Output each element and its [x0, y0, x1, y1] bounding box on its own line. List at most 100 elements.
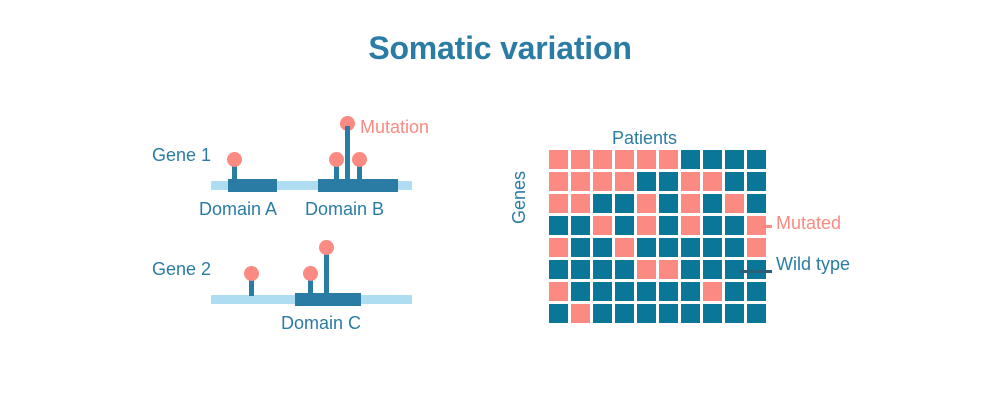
heatmap-cell-wild[interactable]	[593, 260, 612, 279]
gene-2-domain-c-bar	[295, 293, 361, 306]
heatmap-cell-wild[interactable]	[681, 304, 700, 323]
mutated-leader-line	[748, 225, 772, 228]
heatmap-cell-wild[interactable]	[659, 194, 678, 213]
heatmap-cell-wild[interactable]	[571, 260, 590, 279]
heatmap-row	[549, 260, 769, 282]
heatmap-cell-wild[interactable]	[637, 172, 656, 191]
heatmap-cell-wild[interactable]	[593, 304, 612, 323]
heatmap-cell-wild[interactable]	[549, 216, 568, 235]
heatmap-cell-wild[interactable]	[637, 304, 656, 323]
heatmap-cell-wild[interactable]	[725, 150, 744, 169]
heatmap-cell-mut[interactable]	[681, 172, 700, 191]
heatmap-cell-mut[interactable]	[593, 150, 612, 169]
gene-1-domain-b-label: Domain B	[305, 199, 385, 219]
gene-2-mutation-1-dot	[244, 266, 259, 281]
heatmap-cell-wild[interactable]	[681, 260, 700, 279]
heatmap-cell-mut[interactable]	[637, 216, 656, 235]
gene-2-mutation-2-stem	[308, 274, 313, 296]
heatmap-cell-mut[interactable]	[615, 238, 634, 257]
heatmap-cell-wild[interactable]	[615, 260, 634, 279]
heatmap-row	[549, 304, 769, 326]
heatmap-cell-mut[interactable]	[659, 260, 678, 279]
heatmap-cell-wild[interactable]	[703, 304, 722, 323]
heatmap-cell-wild[interactable]	[615, 194, 634, 213]
legend-mutated-label: Mutated	[776, 213, 842, 233]
heatmap-cell-wild[interactable]	[659, 238, 678, 257]
heatmap-cell-wild[interactable]	[747, 194, 766, 213]
heatmap-cell-wild[interactable]	[725, 172, 744, 191]
heatmap-cell-mut[interactable]	[571, 194, 590, 213]
gene-1-mutation-1-dot	[227, 152, 242, 167]
heatmap-cell-wild[interactable]	[725, 238, 744, 257]
heatmap-cell-mut[interactable]	[703, 282, 722, 301]
gene-2-mutation-3-dot	[319, 240, 334, 255]
gene-1-domain-b-bar	[318, 179, 398, 192]
heatmap-cell-wild[interactable]	[593, 194, 612, 213]
heatmap-cell-mut[interactable]	[549, 172, 568, 191]
heatmap-cell-wild[interactable]	[747, 282, 766, 301]
heatmap-column-axis-label: Patients	[612, 128, 678, 148]
heatmap-cell-mut[interactable]	[549, 194, 568, 213]
heatmap-cell-wild[interactable]	[725, 216, 744, 235]
heatmap-cell-wild[interactable]	[593, 238, 612, 257]
heatmap-cell-mut[interactable]	[659, 150, 678, 169]
heatmap-cell-wild[interactable]	[615, 304, 634, 323]
heatmap-grid	[549, 150, 769, 326]
heatmap-cell-mut[interactable]	[681, 194, 700, 213]
heatmap-cell-mut[interactable]	[637, 150, 656, 169]
heatmap-cell-wild[interactable]	[681, 282, 700, 301]
mutation-legend-dot	[340, 116, 355, 131]
gene-1-mutation-2-stem	[334, 160, 339, 182]
gene-1-mutation-3-stem	[345, 126, 350, 182]
gene-1-backbone	[211, 181, 412, 190]
heatmap-cell-wild[interactable]	[703, 238, 722, 257]
heatmap-cell-mut[interactable]	[593, 172, 612, 191]
heatmap-cell-wild[interactable]	[747, 150, 766, 169]
gene-1-mutation-4-dot	[352, 152, 367, 167]
heatmap-cell-wild[interactable]	[615, 282, 634, 301]
heatmap-cell-mut[interactable]	[549, 282, 568, 301]
heatmap-cell-mut[interactable]	[571, 304, 590, 323]
heatmap-cell-mut[interactable]	[681, 216, 700, 235]
heatmap-cell-wild[interactable]	[571, 238, 590, 257]
heatmap-cell-mut[interactable]	[637, 194, 656, 213]
heatmap-cell-wild[interactable]	[681, 238, 700, 257]
heatmap-cell-wild[interactable]	[747, 260, 766, 279]
gene-1-label: Gene 1	[152, 145, 212, 165]
heatmap-cell-wild[interactable]	[571, 216, 590, 235]
heatmap-cell-wild[interactable]	[615, 216, 634, 235]
heatmap-cell-wild[interactable]	[659, 216, 678, 235]
heatmap-cell-mut[interactable]	[549, 150, 568, 169]
heatmap-cell-mut[interactable]	[571, 172, 590, 191]
heatmap-cell-wild[interactable]	[725, 260, 744, 279]
heatmap-cell-wild[interactable]	[593, 282, 612, 301]
heatmap-cell-mut[interactable]	[637, 260, 656, 279]
heatmap-cell-wild[interactable]	[659, 304, 678, 323]
heatmap-cell-wild[interactable]	[747, 304, 766, 323]
heatmap-cell-wild[interactable]	[659, 172, 678, 191]
heatmap-cell-wild[interactable]	[703, 260, 722, 279]
heatmap-cell-wild[interactable]	[637, 238, 656, 257]
heatmap-cell-mut[interactable]	[593, 216, 612, 235]
heatmap-cell-wild[interactable]	[703, 150, 722, 169]
heatmap-cell-mut[interactable]	[725, 194, 744, 213]
heatmap-cell-wild[interactable]	[571, 282, 590, 301]
heatmap-cell-wild[interactable]	[637, 282, 656, 301]
heatmap-cell-mut[interactable]	[571, 150, 590, 169]
heatmap-cell-wild[interactable]	[725, 282, 744, 301]
gene-1-mutation-4-stem	[357, 160, 362, 182]
heatmap-cell-mut[interactable]	[549, 238, 568, 257]
heatmap-cell-wild[interactable]	[659, 282, 678, 301]
heatmap-cell-wild[interactable]	[703, 194, 722, 213]
heatmap-cell-wild[interactable]	[549, 304, 568, 323]
heatmap-cell-wild[interactable]	[681, 150, 700, 169]
heatmap-cell-wild[interactable]	[549, 260, 568, 279]
heatmap-cell-wild[interactable]	[747, 172, 766, 191]
heatmap-cell-mut[interactable]	[703, 172, 722, 191]
heatmap-cell-mut[interactable]	[615, 172, 634, 191]
heatmap-cell-mut[interactable]	[615, 150, 634, 169]
heatmap-cell-mut[interactable]	[747, 238, 766, 257]
heatmap-cell-wild[interactable]	[703, 216, 722, 235]
heatmap-cell-wild[interactable]	[725, 304, 744, 323]
gene-1-mutation-2-dot	[329, 152, 344, 167]
